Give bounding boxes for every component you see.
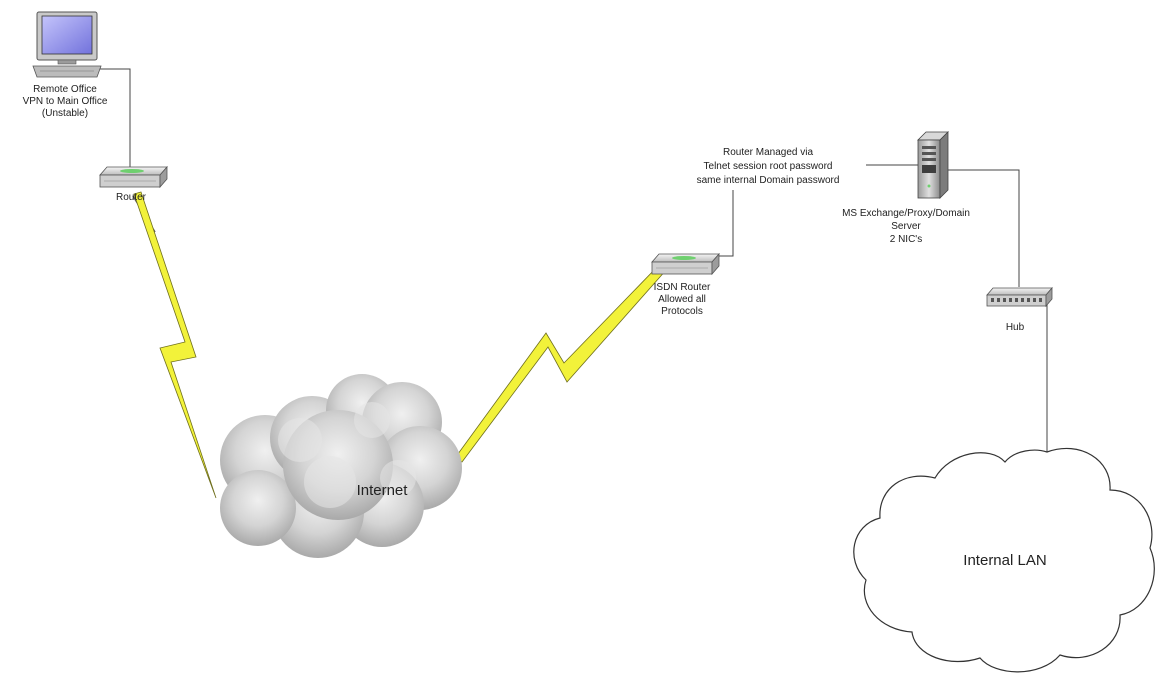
router-note-line-2: Telnet session root password: [704, 161, 833, 172]
server-label-line-2: Server: [891, 221, 921, 232]
isdn-router-label-line-3: Protocols: [661, 306, 703, 317]
server-label-line-1: MS Exchange/Proxy/Domain: [842, 208, 970, 219]
link-isdn-router-to-note: [706, 190, 734, 257]
link-remote-office-to-router: [99, 68, 131, 170]
tower-server-icon: [917, 131, 949, 199]
hub-label: Hub: [1006, 322, 1025, 333]
hub-icon: [986, 286, 1053, 308]
isdn-router-label-line-2: Allowed all: [658, 294, 706, 305]
lightning-bolt-left-icon: [133, 191, 217, 499]
wired-links: [99, 68, 1048, 455]
router-note-line-3: same internal Domain password: [697, 175, 840, 186]
router-icon: [99, 165, 168, 189]
isdn-router-label-line-1: ISDN Router: [654, 282, 711, 293]
lightning-bolt-right-icon: [454, 264, 668, 463]
server-label-line-3: 2 NIC's: [890, 234, 922, 245]
remote-router-label: Router: [116, 192, 147, 203]
internet-label: Internet: [357, 482, 409, 499]
wan-lightning-left: [132, 191, 217, 499]
wan-lightning-right: [454, 264, 668, 463]
desktop-computer-icon: [32, 11, 102, 78]
remote-office-label-line-2: VPN to Main Office: [23, 96, 108, 107]
router-note-line-1: Router Managed via: [723, 147, 813, 158]
cloud-outline-icon: [853, 447, 1155, 673]
isdn-router-icon: [651, 252, 720, 276]
internal-lan-label: Internal LAN: [963, 552, 1046, 569]
remote-office-label-line-1: Remote Office: [33, 84, 97, 95]
link-server-to-hub: [948, 169, 1020, 287]
cloud-icon: [220, 374, 462, 558]
remote-office-label-line-3: (Unstable): [42, 108, 88, 119]
